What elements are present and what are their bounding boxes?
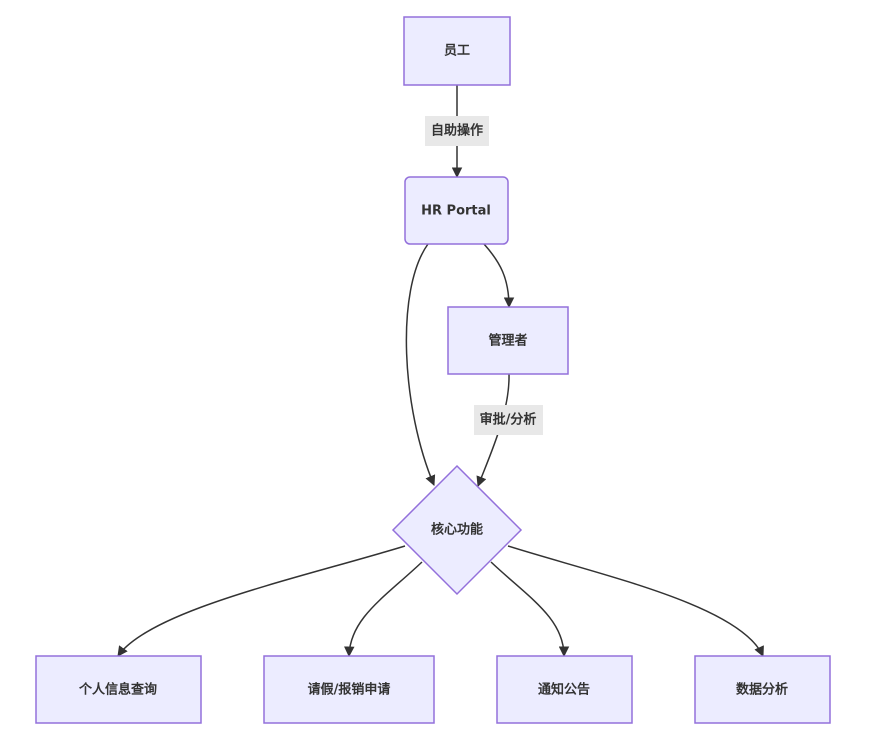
edge-core-analytics <box>507 545 764 657</box>
node-core-decision[interactable]: 核心功能 <box>391 464 523 596</box>
node-label: 管理者 <box>488 333 527 349</box>
node-label: 请假/报销申请 <box>308 682 391 698</box>
node-employee[interactable]: 员工 <box>403 16 511 86</box>
edge-portal-core <box>405 243 436 486</box>
edge-label-manager-core: 审批/分析 <box>474 405 543 435</box>
node-manager[interactable]: 管理者 <box>447 306 569 375</box>
edge-core-personal <box>117 545 406 657</box>
edge-label-text: 自助操作 <box>431 123 483 139</box>
node-hr-portal[interactable]: HR Portal <box>404 176 509 245</box>
node-label: HR Portal <box>421 204 491 219</box>
node-label: 个人信息查询 <box>78 682 157 698</box>
node-personal-info[interactable]: 个人信息查询 <box>35 655 202 724</box>
node-leave-expense[interactable]: 请假/报销申请 <box>263 655 435 724</box>
edge-portal-manager <box>483 243 515 309</box>
node-label: 通知公告 <box>538 682 590 698</box>
node-label: 员工 <box>444 44 470 59</box>
edges <box>117 85 764 658</box>
edge-core-leave <box>344 561 423 658</box>
node-label: 核心功能 <box>431 522 483 538</box>
node-data-analytics[interactable]: 数据分析 <box>694 655 831 724</box>
node-label: 数据分析 <box>736 682 788 698</box>
edge-core-notice <box>490 561 570 658</box>
node-notice[interactable]: 通知公告 <box>496 655 633 724</box>
edge-label-employee-portal: 自助操作 <box>425 116 489 146</box>
edge-label-text: 审批/分析 <box>480 412 537 428</box>
